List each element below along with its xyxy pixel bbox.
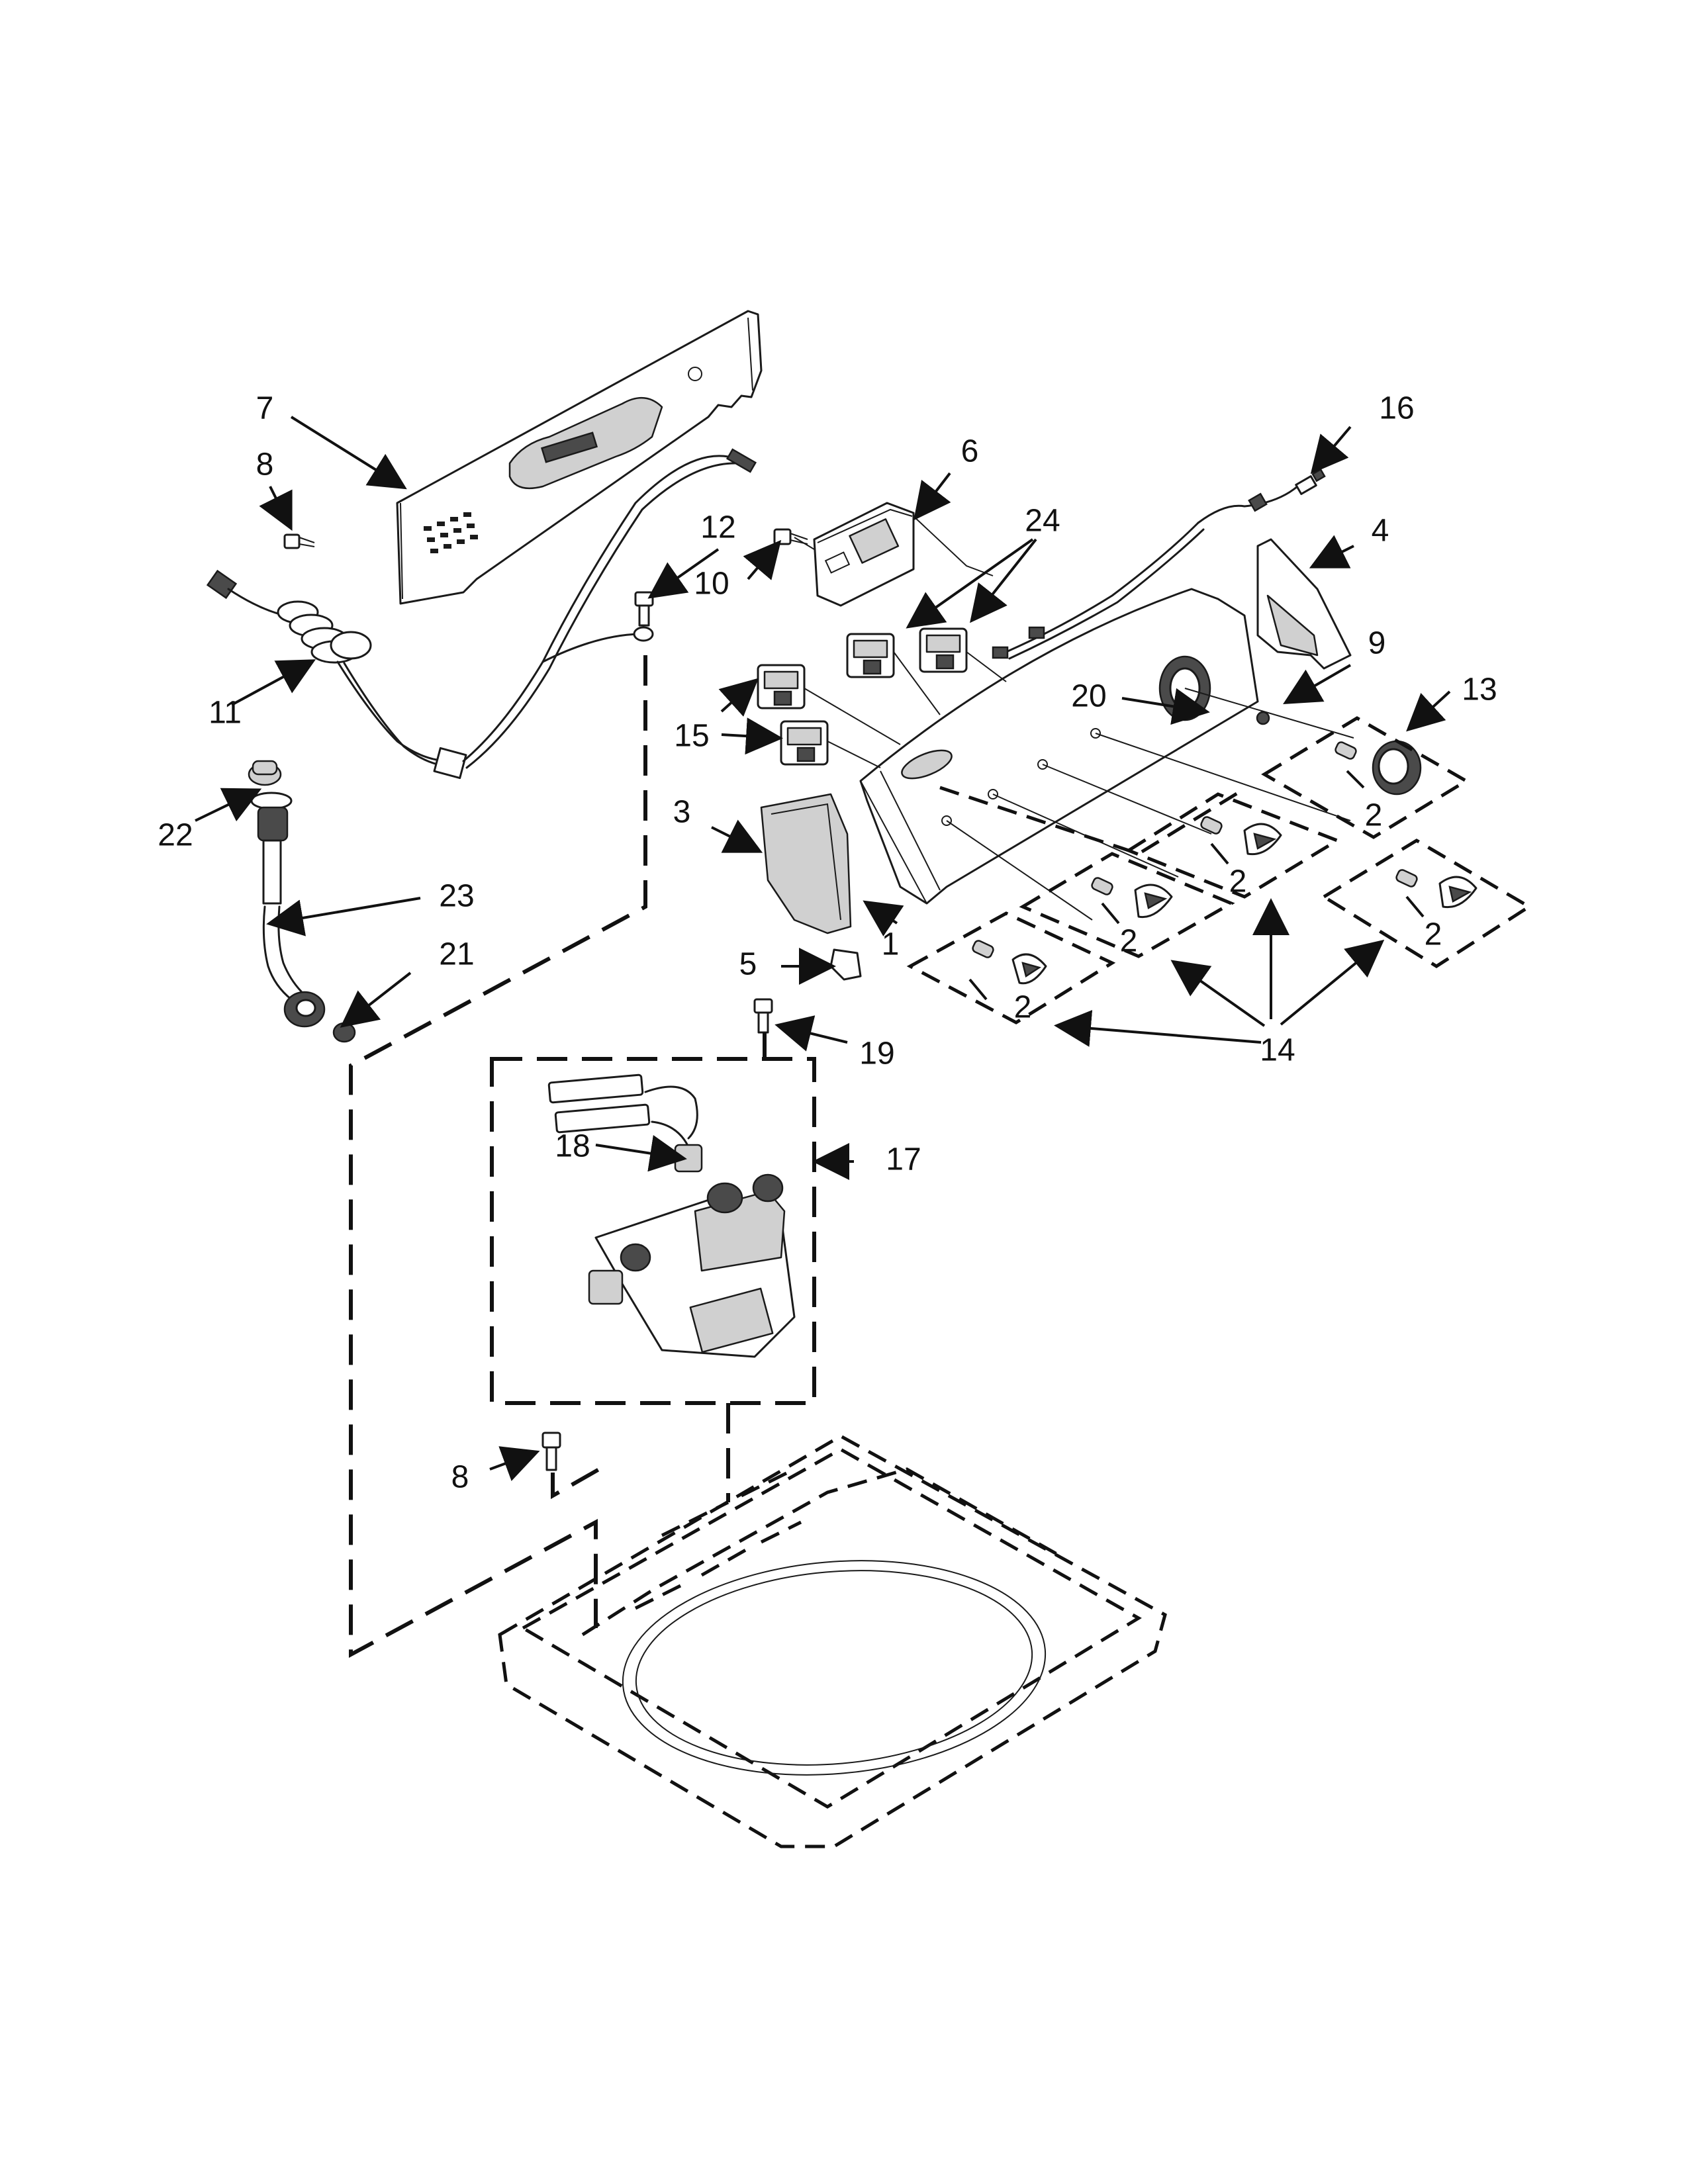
clip-5 [829, 948, 862, 981]
label-15: 15 [674, 719, 709, 754]
label-21: 21 [439, 937, 474, 972]
label-23: 23 [439, 879, 474, 914]
label-8a: 8 [256, 447, 274, 482]
washer-top-cover [498, 1434, 1167, 1848]
switch-24-right [919, 627, 968, 673]
label-10: 10 [694, 567, 729, 602]
knob-2-b [1091, 877, 1173, 919]
label-12: 12 [700, 510, 735, 545]
label-22: 22 [158, 818, 193, 853]
label-3: 3 [673, 795, 691, 830]
knob-dashed-groups [906, 716, 1532, 1024]
label-11: 11 [209, 696, 242, 731]
switch-15-lower [780, 720, 829, 766]
switch-15-upper [757, 664, 806, 709]
label-18: 18 [555, 1129, 590, 1164]
end-cap-bracket [1256, 538, 1352, 670]
label-16: 16 [1379, 391, 1414, 426]
label-1: 1 [882, 927, 900, 962]
knob-2-d [1395, 869, 1477, 909]
screw-12 [634, 591, 654, 627]
screw-19 [753, 998, 773, 1034]
label-17: 17 [886, 1142, 921, 1177]
label-2e: 2 [1365, 798, 1383, 833]
control-board [813, 502, 915, 607]
label-6: 6 [961, 434, 979, 469]
switch-24-left [846, 633, 895, 678]
inlet-hose-assembly [248, 760, 356, 1043]
leader-arrows [195, 416, 1451, 1481]
label-4: 4 [1372, 514, 1389, 549]
label-2c: 2 [1229, 864, 1247, 899]
knob-13 [1335, 740, 1422, 796]
label-2d: 2 [1425, 917, 1442, 952]
label-2a: 2 [1014, 990, 1032, 1025]
label-9: 9 [1368, 626, 1386, 661]
wire-harness [992, 468, 1326, 660]
dispenser-cover [760, 793, 852, 934]
screw-8-lower [541, 1432, 561, 1471]
label-20: 20 [1071, 679, 1106, 714]
knob-2-c [1200, 816, 1282, 856]
label-5: 5 [739, 947, 757, 982]
label-13: 13 [1462, 672, 1497, 707]
power-cord [206, 448, 757, 780]
label-7: 7 [256, 391, 274, 426]
label-19: 19 [859, 1036, 894, 1071]
knob-2-a [972, 940, 1047, 985]
label-14: 14 [1260, 1033, 1295, 1068]
label-24: 24 [1025, 504, 1060, 539]
label-2b: 2 [1120, 924, 1138, 959]
dashed-routing-lines [349, 655, 767, 1659]
label-8b: 8 [451, 1460, 469, 1495]
screw-8-upper [283, 533, 315, 549]
valve-assembly-17 [490, 1057, 816, 1405]
callout-labels: 1 2 2 2 2 2 3 4 5 6 7 8 8 9 10 11 12 13 … [158, 391, 1497, 1495]
rear-control-panel [396, 310, 763, 605]
